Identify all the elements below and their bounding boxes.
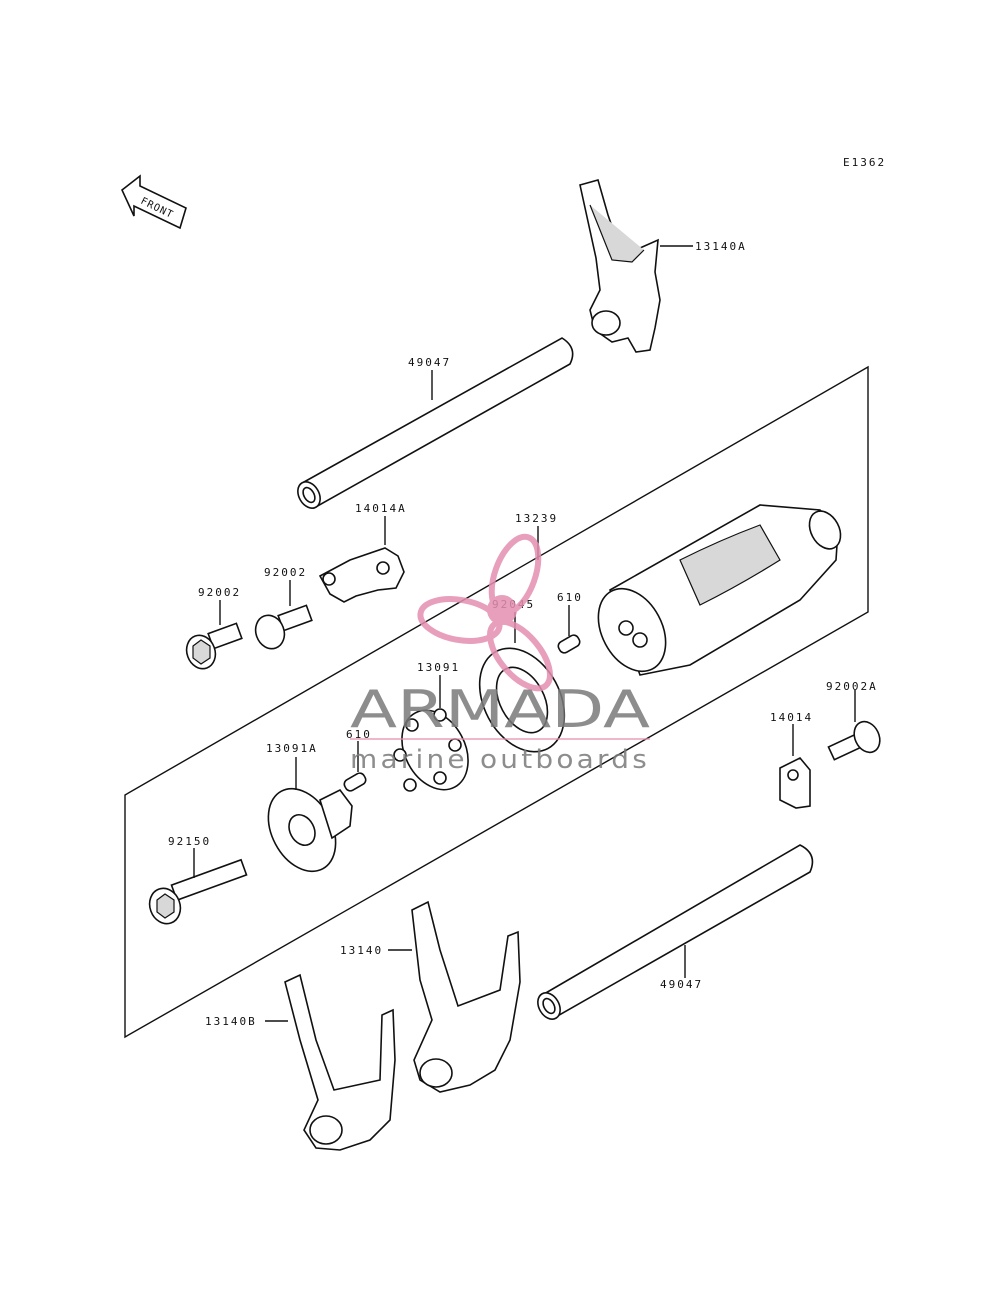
label-14014: 14014 [770,711,813,724]
assembly-frame [124,365,869,1039]
bolt-92002-left [185,622,243,670]
label-13091: 13091 [417,661,460,674]
label-49047-lower: 49047 [660,978,703,991]
label-92002-mid: 92002 [264,566,307,579]
label-92002a: 92002A [826,680,878,693]
shift-fork-13140b [284,973,396,1151]
bolt-92002a [827,720,881,761]
label-14014a: 14014A [355,502,407,515]
propeller-icon [417,533,553,692]
shift-rod-upper [297,337,574,510]
shift-fork-13140a [579,179,661,353]
holder-13091a [267,787,353,873]
watermark-brand: ARMADA [350,680,651,740]
front-arrow-icon: FRONT [121,174,187,230]
shift-fork-13140 [411,900,521,1093]
shift-drum-13239 [597,504,842,676]
bolt-92150 [148,858,248,925]
diagram-code: E1362 [843,156,886,169]
bearing-92045 [478,647,566,753]
label-610-upper: 610 [557,591,583,604]
shift-rod-lower [537,844,814,1020]
pin-610-lower [343,772,367,792]
label-610-lower: 610 [346,728,372,741]
label-13091a: 13091A [266,742,318,755]
watermark-tagline: marine outboards [350,745,650,775]
label-92002-left: 92002 [198,586,241,599]
label-13140a: 13140A [695,240,747,253]
label-49047-upper: 49047 [408,356,451,369]
pin-610-upper [557,634,581,654]
pin-plate-13091 [393,708,469,792]
bolt-92002-mid [254,604,313,650]
watermark-logo: ARMADA marine outboards [350,533,651,775]
plate-14014 [779,757,811,809]
label-13140b: 13140B [205,1015,257,1028]
label-13239: 13239 [515,512,558,525]
label-13140: 13140 [340,944,383,957]
plate-14014a [318,547,405,603]
label-92150: 92150 [168,835,211,848]
